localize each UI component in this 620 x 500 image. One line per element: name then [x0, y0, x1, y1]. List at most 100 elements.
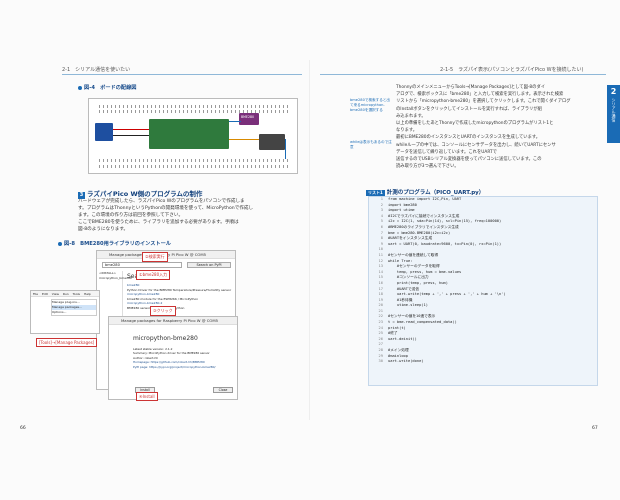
code-line: 25#終了	[369, 331, 597, 337]
code-text: from machine import I2C,Pin, UART	[388, 197, 462, 201]
listing-tag: リスト1	[366, 190, 385, 196]
line-number: 22	[378, 314, 383, 319]
code-line: 8#UARTをインスタンス生成	[369, 236, 597, 242]
code-text: i2c = I2C(1, sda=Pin(14), scl=Pin(15), f…	[388, 219, 502, 224]
code-line: 10	[369, 247, 597, 253]
right-page: 2-1-5 ラズパイ表示(パソコンとラズパイPico Wを接続したい) bme2…	[310, 0, 620, 440]
side-note-1: bme280で検索すると出て来るmicropython-bme280を選択する	[350, 98, 391, 112]
code-text: while True:	[388, 258, 413, 263]
figure-4-caption: 図-4 ボードの配線図	[78, 84, 136, 91]
body-line: 図-8のようになります。	[78, 227, 129, 232]
search-input[interactable]: bme280	[102, 262, 182, 268]
code-line: 28#メイン処理	[369, 348, 597, 354]
right-body-text: ThonnyのメインメニューからTools→[Manage Packages]と…	[396, 84, 604, 170]
bme280-label: BME280	[241, 115, 255, 119]
menu-item-packages[interactable]: Manage packages...	[52, 305, 96, 310]
menu-edit[interactable]: Edit	[42, 292, 48, 296]
result-link[interactable]: micropython-bme280	[127, 292, 160, 297]
wire-red	[113, 129, 149, 130]
bullet-icon	[78, 85, 82, 90]
result-link[interactable]: micropython-bme280-2	[127, 301, 163, 306]
body-line: ハードウェアが完成したら、ラズパイPico Wのプログラムをパソコンで作成しま	[78, 199, 245, 204]
line-number: 6	[380, 224, 383, 229]
chapter-tab: 2 シリアル通信	[607, 85, 620, 143]
menu-item-plugins[interactable]: Manage plug-ins...	[52, 300, 80, 304]
body-line: のInstallボタンをクリックしてインストールを実行すれば、ライブラリが組	[396, 106, 542, 112]
chapter-number: 2	[610, 87, 617, 96]
wire-black	[113, 135, 149, 136]
line-number: 12	[378, 258, 383, 263]
line-number: 15	[378, 275, 383, 280]
body-line: リストから「micropython-bme280」を選択してクリックします。これ…	[396, 99, 571, 105]
menu-item-options[interactable]: Options...	[52, 310, 67, 314]
menu-file[interactable]: File	[33, 292, 39, 296]
side-note-2: whileは表示もあるので注意	[350, 140, 392, 149]
code-text: #コンソールに出力	[388, 275, 429, 280]
wire-blue-2	[285, 139, 286, 159]
line-number: 11	[378, 252, 383, 257]
line-number: 24	[378, 325, 383, 330]
code-line: 29#mainloop	[369, 354, 597, 360]
line-number: 16	[378, 280, 383, 285]
code-line: 18 uart.write(temp + ',' + press + ',' +…	[369, 292, 597, 298]
line-number: 20	[378, 303, 383, 308]
pypi-link[interactable]: PyPI page: https://pypi.org/project/micr…	[133, 364, 216, 369]
wire-orange	[229, 139, 259, 140]
code-text: #UARTをインスタンス生成	[388, 236, 433, 241]
line-number: 27	[378, 342, 383, 347]
code-line: 20 utime.sleep(1)	[369, 303, 597, 309]
code-text: temp, press, hum = bme.values	[388, 269, 462, 274]
code-text: uart.write(done)	[388, 359, 424, 364]
code-text: #終了	[388, 331, 398, 336]
code-text: #UARTで送信	[388, 286, 420, 291]
close-button[interactable]: Close	[213, 387, 233, 393]
result-link[interactable]: bme280	[127, 283, 140, 287]
usb-serial-module	[95, 123, 113, 141]
right-header-rule	[320, 74, 606, 75]
body-line: ThonnyのメインメニューからTools→[Manage Packages]と…	[396, 85, 546, 90]
menu-view[interactable]: View	[51, 292, 59, 296]
menu-run[interactable]: Run	[62, 292, 69, 296]
search-pypi-button[interactable]: Search on PyPI	[187, 262, 231, 268]
line-number: 17	[378, 286, 383, 291]
code-line: 12 while True:	[369, 259, 597, 265]
code-text: import bme280	[388, 202, 417, 207]
breadboard-row-bottom-2	[99, 165, 289, 168]
menu-tools[interactable]: Tools	[72, 292, 80, 296]
body-line: す。プログラムはThonnyというPythonの開発環境を使って、MicroPy…	[78, 206, 254, 211]
list-item[interactable]: micropython_bme280	[99, 276, 132, 280]
code-line: 19 #1秒待機	[369, 298, 597, 304]
body-line: アログで、検索ボックスに「bme280」と入力して検索を実行します。表示された検…	[396, 92, 564, 98]
pico-w-board	[149, 119, 229, 149]
result-desc: Python Driver for the BME280 Temperature…	[127, 287, 232, 292]
line-number: 3	[380, 208, 383, 213]
code-text: #mainloop	[388, 353, 408, 358]
info-line: Summary: MicroPython driver for the BME2…	[133, 351, 210, 356]
line-number: 2	[380, 202, 383, 207]
body-line: whileループの中では、コンソールにセンサデータを出力し、続いてUARTにセン…	[396, 142, 556, 148]
body-line: み込まれます。	[396, 113, 426, 119]
menu-help[interactable]: Help	[83, 292, 91, 296]
line-number: 7	[380, 230, 383, 235]
line-number: 9	[380, 241, 383, 246]
callout-click: ③クリック	[150, 306, 176, 316]
left-body-text: ハードウェアが完成したら、ラズパイPico Wのプログラムをパソコンで作成しま …	[78, 198, 304, 233]
list-item[interactable]: <INSTALL>	[99, 271, 117, 275]
line-number: 18	[378, 292, 383, 297]
code-text: import utime	[388, 208, 415, 213]
code-text: #センサーの値を連続して取得	[388, 252, 439, 257]
code-text: #I2Cでラズパイに接続でインスタンス生成	[388, 213, 460, 218]
code-text: print(temp, press, hum)	[388, 280, 448, 285]
code-line: 22#センサーの値を10進で表示	[369, 314, 597, 320]
body-line: 以上の準備をしたあとThonnyで作成したmicropythonのプログラムがリ…	[396, 121, 554, 127]
code-text: #BME280のライブラリでインスタンス生成	[388, 224, 459, 229]
code-text: #1秒待機	[388, 297, 413, 302]
homepage-link[interactable]: Homepage: https://github.com/robert-hh/B…	[133, 360, 205, 365]
code-text: uart.deinit()	[388, 336, 417, 341]
